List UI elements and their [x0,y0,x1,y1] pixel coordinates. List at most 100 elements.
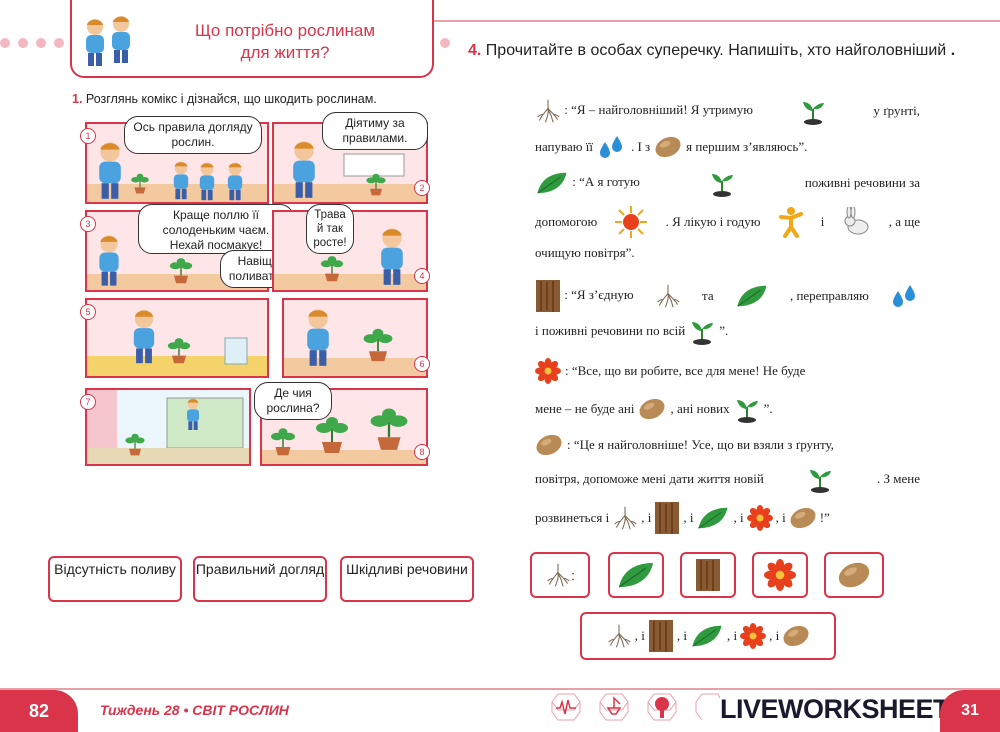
dialog-text: : “Це я найголовніше! Усе, що ви взяли з… [567,437,834,452]
dialog-text: . З мене [876,471,920,486]
footer-week-label: Тиждень 28 • СВІТ РОСЛИН [100,702,289,718]
children-illustration-icon [86,16,130,66]
root-icon [535,98,561,124]
dialog-text: , ані нових [670,401,730,416]
comic-scene-boy-grass [274,228,426,290]
task4-write-prompt: Напишіть, хто найголовніший [728,42,947,59]
leaf-icon [735,282,769,310]
sprout-icon [800,97,826,125]
decor-dot [36,38,46,48]
option-seed[interactable] [824,552,884,598]
page-number-right: 31 [961,702,979,719]
sun-icon [614,205,648,239]
option-root[interactable]: : [530,552,590,598]
top-divider [430,0,1000,22]
option-full-chain[interactable]: , і , і , і , і [580,612,836,660]
water-drops-icon [597,134,627,160]
panel-number: 5 [80,304,96,320]
lesson-title: Що потрібно рослинам для життя? [160,20,410,64]
option-bark[interactable] [680,552,736,598]
dialog-text: мене – не буде ані [535,401,635,416]
task4-number: 4. [468,42,482,59]
dialog-text: : “А я готую [572,173,640,189]
option-flower[interactable] [752,552,808,598]
chain-separator: , і [676,628,687,643]
water-drops-icon [890,283,920,309]
comic-scene-window [87,390,249,464]
panel-number: 6 [414,356,430,372]
speech-bubble: Ось правила догляду рослин. [124,116,262,154]
dialog-text: я першим з’являюсь”. [686,139,808,154]
sprout-icon [689,317,715,345]
answer-option-harmful-substances[interactable]: Шкідливі речовини [340,556,474,602]
option-colon: : [571,567,575,583]
chain-separator: , і [727,628,738,643]
root-icon [545,562,571,588]
liveworksheets-logo: LIVEWORKSHEETS [720,694,967,724]
flower-icon [764,559,796,591]
sprout-icon [807,465,833,493]
speech-bubble: Де чия рослина? [254,382,332,420]
root-icon [606,623,632,649]
comic-scene-boy-rules [274,141,426,202]
comic-scene-teacher [87,142,267,202]
leaf-icon [696,504,730,532]
panel-number: 8 [414,444,430,460]
seed-icon [638,397,666,421]
chain-separator: , і [769,628,780,643]
lesson-title-line2: для життя? [240,43,330,62]
dialog-text: і [820,214,825,229]
seed-icon [837,561,871,589]
panel-number: 4 [414,268,430,284]
bark-icon [695,558,721,592]
comic-panel-5 [85,298,269,378]
panel-number: 7 [80,394,96,410]
seed-icon [654,135,682,159]
task4-dot: . [950,42,956,59]
flower-icon [747,505,773,531]
comic-panel-6 [282,298,428,378]
lesson-title-box [70,0,434,78]
person-icon [778,206,804,238]
answer-label: Правильний догляд [195,561,325,577]
comic-scene-plants [262,407,426,464]
task1-number: 1. [72,92,83,106]
panel-number: 1 [80,128,96,144]
panel-number: 3 [80,216,96,232]
dialog-text: повітря, допоможе мені дати життя новій [535,471,764,486]
dialog-text: очищую повітря”. [535,245,635,260]
speech-bubble: Трава й так росте! [306,204,354,254]
dialog-text: : “Все, що ви робите, все для мене! Не б… [565,363,806,378]
option-leaf[interactable] [608,552,664,598]
dialog-separator: , і [641,510,652,525]
dialog-separator: , і [683,510,694,525]
dialog-separator: , і [775,510,786,525]
task1-text: Розглянь комікс і дізнайся, що шкодить р… [85,92,377,106]
dialog-text: напуваю її [535,139,593,154]
sprout-icon [734,395,760,423]
answer-option-no-watering[interactable]: Відсутність поливу [48,556,182,602]
dialog-text: поживні речовини за [804,175,920,190]
dialog-text: , переправляю [789,288,869,303]
dialog-text: у ґрунті, [873,103,920,118]
task4-text: Прочитайте в особах суперечку. [485,42,724,59]
answer-option-proper-care[interactable]: Правильний догляд [193,556,327,602]
rabbit-icon [842,207,872,237]
dialog-text: : “Я – найголовніший! Я утримую [564,101,753,117]
dialog-leaf: : “А я готую поживні речовини за допомог… [535,166,920,266]
leaf-icon [616,559,656,591]
dialog-root: : “Я – найголовніший! Я утримую у ґрунті… [535,96,920,162]
dialog-text: та [701,288,714,303]
leaf-icon [690,622,724,650]
dialog-text: розвинеться і [535,510,610,525]
decor-dot [18,38,28,48]
answer-label: Шкідливі речовини [346,561,468,577]
root-icon [655,283,681,309]
dialog-text: . Я лікую і годую [665,214,761,229]
dialog-text: і поживні речовини по всій [535,323,686,338]
comic-scene-boy-watering [87,309,267,376]
seed-icon [782,624,810,648]
chain-separator: , і [634,628,645,643]
dialog-text: допомогою [535,214,598,229]
footer-activity-icons [551,693,720,721]
